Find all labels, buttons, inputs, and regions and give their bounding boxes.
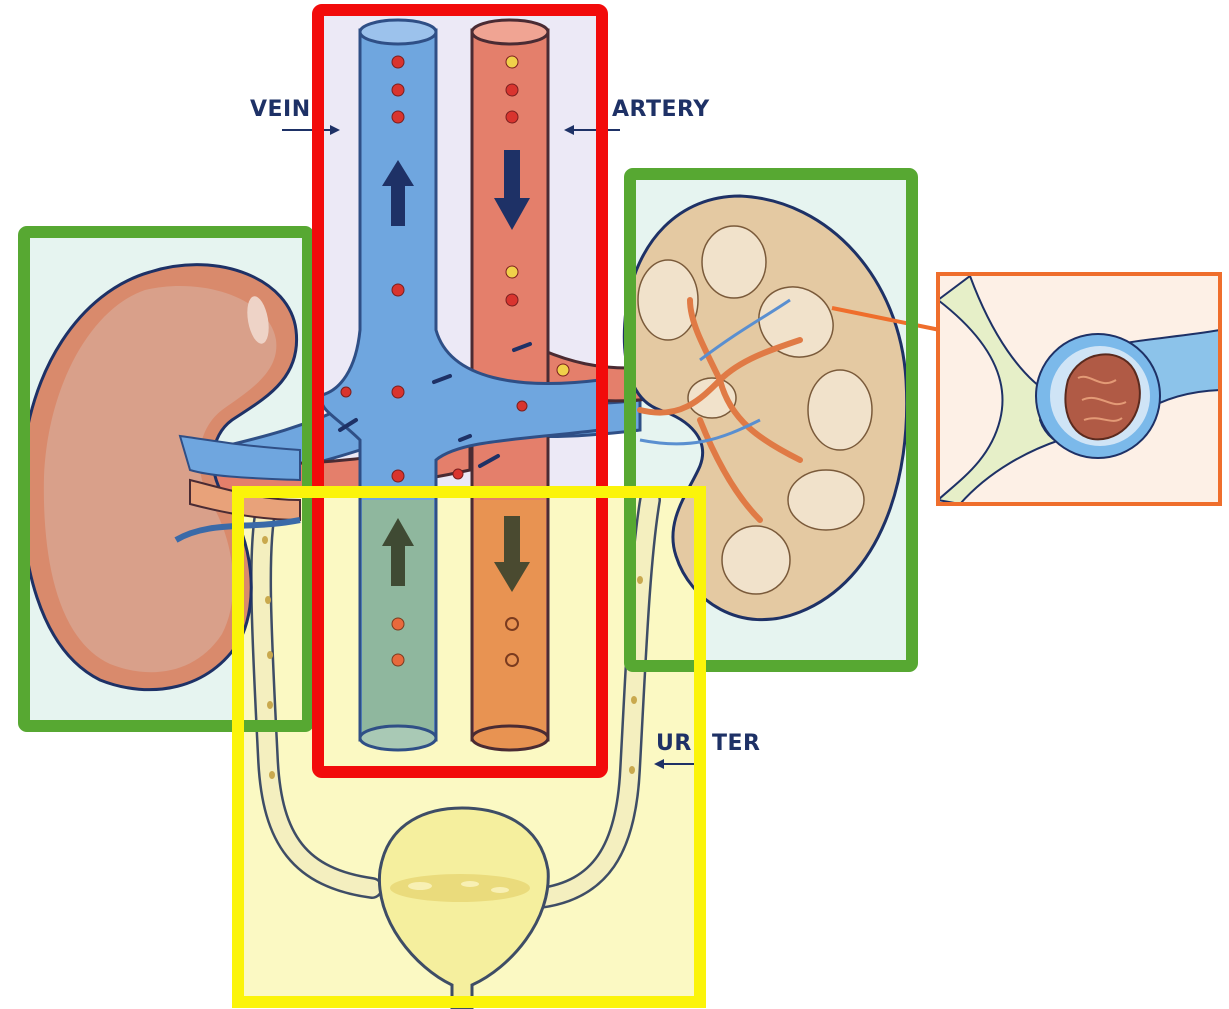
label-ureter-group: UR TER [654, 731, 760, 769]
label-vein: VEIN [250, 97, 311, 122]
label-ureter-part2: TER [712, 731, 760, 756]
glomerulus-inset [938, 276, 1220, 504]
label-artery: ARTERY [612, 97, 710, 122]
label-ureter-part1: UR [656, 731, 692, 756]
